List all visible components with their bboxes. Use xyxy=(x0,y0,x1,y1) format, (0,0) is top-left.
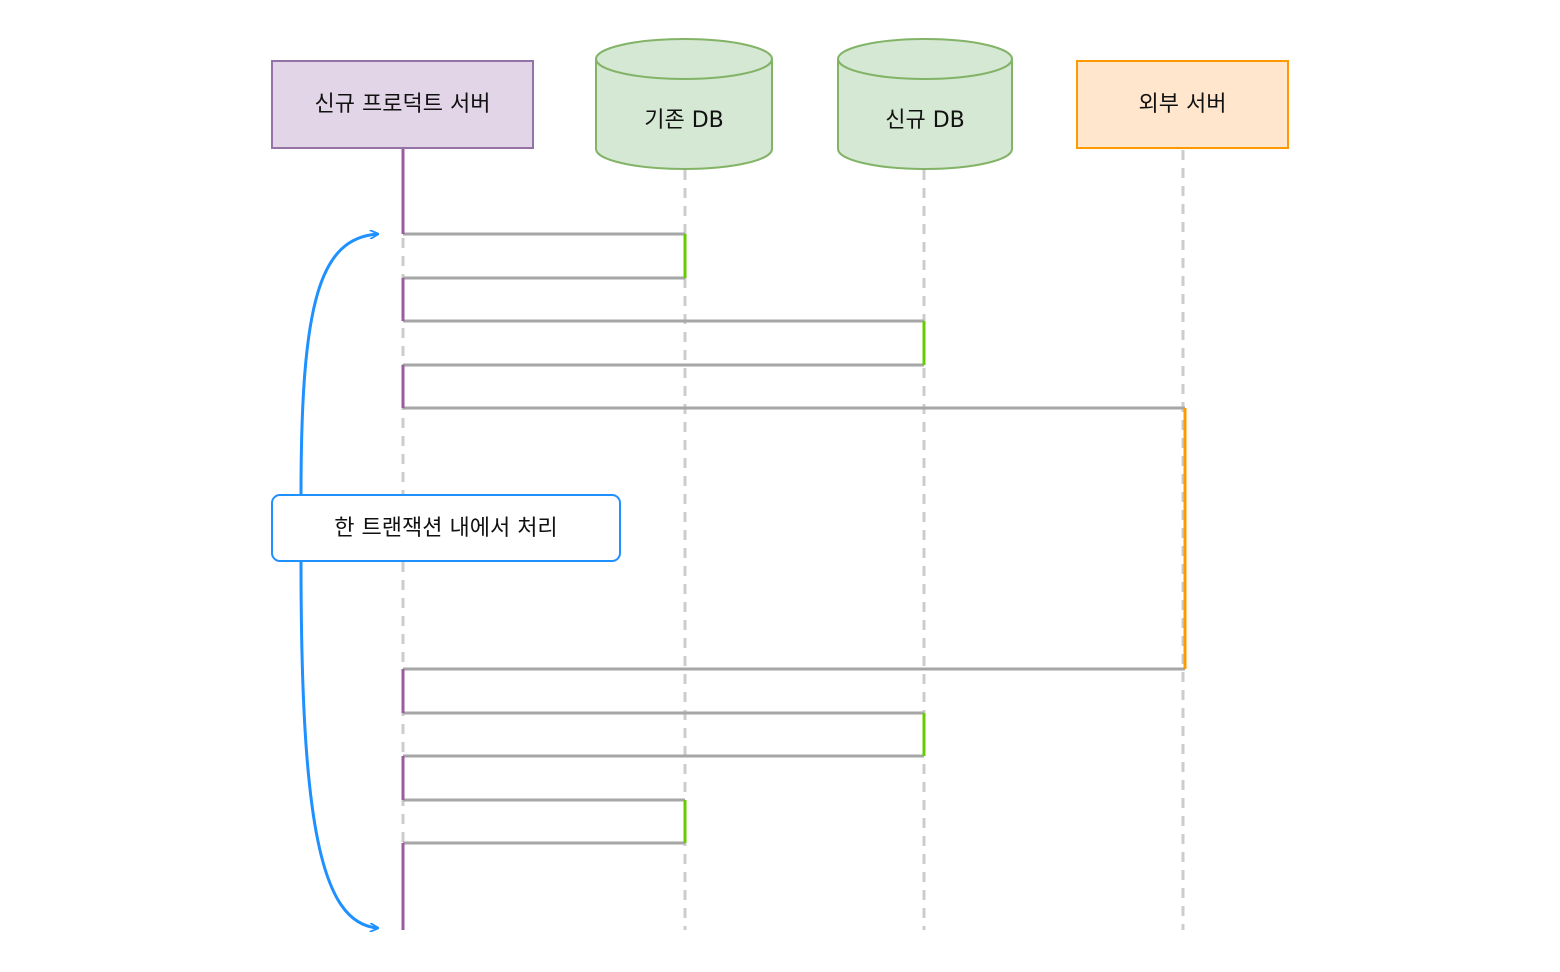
participant-external-server-label: 외부 서버 xyxy=(1139,92,1227,117)
participant-product-server-label: 신규 프로덕트 서버 xyxy=(315,92,491,117)
participant-new-db: 신규 DB xyxy=(837,38,1013,170)
transaction-note-label: 한 트랜잭션 내에서 처리 xyxy=(334,516,557,541)
transaction-arrow-upper xyxy=(299,234,378,496)
messages xyxy=(403,232,1185,845)
participant-legacy-db-label: 기존 DB xyxy=(644,108,724,133)
transaction-arrow-lower xyxy=(299,560,378,928)
participant-external-server: 외부 서버 xyxy=(1076,60,1289,149)
participant-product-server: 신규 프로덕트 서버 xyxy=(271,60,534,149)
participant-new-db-label: 신규 DB xyxy=(885,108,965,133)
activations xyxy=(401,148,1187,930)
participant-legacy-db: 기존 DB xyxy=(595,38,773,170)
transaction-note-box xyxy=(271,494,621,562)
transaction-scope: 한 트랜잭션 내에서 처리 xyxy=(271,234,621,928)
